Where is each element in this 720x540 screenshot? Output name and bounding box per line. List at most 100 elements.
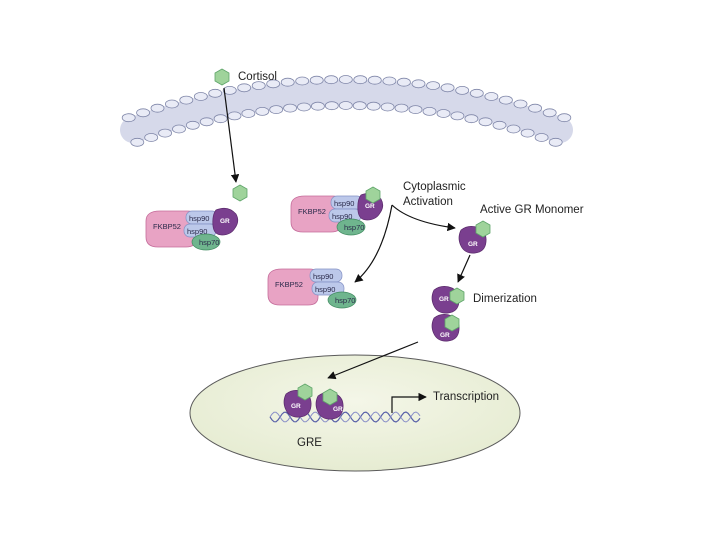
- svg-text:hsp90: hsp90: [187, 227, 207, 236]
- svg-text:GR: GR: [440, 332, 450, 339]
- cortisol-on-monomer: [475, 220, 491, 238]
- lipid-head: [158, 128, 173, 138]
- svg-text:GR: GR: [220, 218, 230, 225]
- lipid-head: [528, 103, 542, 113]
- chaperone-complex-released: FKBP52 hsp90 hsp90 hsp70: [267, 268, 357, 309]
- lipid-head: [309, 75, 324, 85]
- lipid-head: [382, 76, 397, 86]
- lipid-head: [283, 103, 298, 113]
- lipid-head: [440, 83, 455, 93]
- lipid-head: [352, 101, 367, 111]
- lipid-head: [199, 117, 214, 127]
- dna-strand: [269, 411, 421, 423]
- svg-text:FKBP52: FKBP52: [298, 207, 326, 216]
- lipid-head: [324, 101, 339, 111]
- lipid-head: [542, 108, 557, 118]
- svg-text:hsp70: hsp70: [335, 296, 355, 305]
- svg-text:GR: GR: [333, 406, 343, 413]
- lipid-head: [324, 75, 339, 85]
- lipid-head: [455, 86, 470, 95]
- lipid-head: [534, 133, 549, 142]
- svg-text:FKBP52: FKBP52: [275, 280, 303, 289]
- lipid-head: [297, 102, 311, 112]
- svg-text:GR: GR: [439, 296, 449, 303]
- activation-arrow: [391, 204, 456, 232]
- cell-membrane: [120, 75, 573, 147]
- svg-text:hsp90: hsp90: [315, 285, 335, 294]
- lipid-head: [464, 114, 479, 124]
- lipid-head: [193, 92, 208, 101]
- cortisol-hexagon: [214, 68, 230, 86]
- lipid-head: [469, 88, 484, 98]
- lipid-head: [411, 79, 426, 89]
- lipid-head: [338, 75, 353, 84]
- lipid-head: [121, 113, 136, 123]
- lipid-head: [237, 83, 252, 93]
- lipid-head: [164, 99, 179, 109]
- lipid-head: [380, 102, 395, 112]
- lipid-head: [185, 120, 200, 130]
- lipid-head: [130, 137, 145, 147]
- lipid-head: [353, 75, 368, 85]
- lipid-head: [266, 79, 281, 89]
- label-transcription: Transcription: [433, 391, 500, 403]
- lipid-head: [513, 99, 528, 109]
- active-gr-monomer: GR: [458, 226, 487, 254]
- svg-text:hsp70: hsp70: [199, 238, 219, 247]
- dimerization-arrow: [457, 254, 471, 283]
- lipid-head: [422, 107, 437, 116]
- transcription-arrow: [391, 392, 427, 413]
- svg-text:GR: GR: [468, 241, 478, 248]
- lipid-head: [498, 95, 513, 105]
- label-gre: GRE: [297, 437, 322, 449]
- lipid-head: [310, 101, 325, 111]
- lipid-head: [478, 117, 493, 127]
- lipid-head: [506, 124, 521, 134]
- svg-text:hsp90: hsp90: [332, 212, 352, 221]
- lipid-head: [338, 101, 353, 110]
- svg-text:GR: GR: [365, 203, 375, 210]
- lipid-head: [396, 77, 411, 87]
- lipid-head: [394, 103, 409, 113]
- cortisol-entry-arrow: [223, 87, 240, 183]
- lipid-head: [295, 76, 310, 86]
- gr-dimer-on-dna: GR GR: [283, 383, 344, 420]
- lipid-head: [172, 124, 186, 134]
- lipid-head: [492, 120, 507, 130]
- lipid-head: [269, 105, 284, 114]
- lipid-head: [251, 81, 266, 90]
- svg-text:hsp70: hsp70: [344, 223, 364, 232]
- lipid-head: [366, 101, 381, 111]
- label-cytoplasmic: Cytoplasmic: [403, 181, 466, 193]
- lipid-head: [436, 109, 451, 118]
- release-arrow: [354, 204, 393, 283]
- lipid-head: [367, 75, 382, 85]
- lipid-head: [179, 95, 194, 105]
- svg-text:hsp90: hsp90: [334, 199, 354, 208]
- svg-text:FKBP52: FKBP52: [153, 222, 181, 231]
- svg-text:hsp90: hsp90: [189, 214, 209, 223]
- receptor-complex-2: FKBP52 hsp90 hsp90 hsp70 GR: [290, 192, 384, 236]
- lipid-head: [144, 133, 159, 142]
- lipid-head: [222, 86, 237, 95]
- lipid-head: [241, 109, 256, 118]
- gr-dimer: GR GR: [431, 286, 465, 342]
- lipid-head: [150, 103, 165, 113]
- lipid-head: [408, 105, 423, 114]
- label-dimerization: Dimerization: [473, 293, 537, 305]
- cortisol-near-complex-1: [232, 184, 248, 202]
- svg-text:hsp90: hsp90: [313, 272, 333, 281]
- lipid-head: [484, 92, 499, 101]
- lipid-head: [548, 137, 563, 147]
- lipid-head: [136, 108, 151, 118]
- receptor-complex-1: FKBP52 hsp90 hsp90 hsp70 GR: [145, 207, 239, 251]
- lipid-head: [520, 128, 535, 138]
- cortisol-bound-complex-2: [365, 186, 381, 204]
- label-activation: Activation: [403, 196, 453, 208]
- label-active-gr-monomer: Active GR Monomer: [480, 204, 584, 216]
- nuclear-translocation-arrow: [327, 341, 419, 380]
- lipid-head: [213, 114, 228, 124]
- lipid-head: [208, 88, 223, 98]
